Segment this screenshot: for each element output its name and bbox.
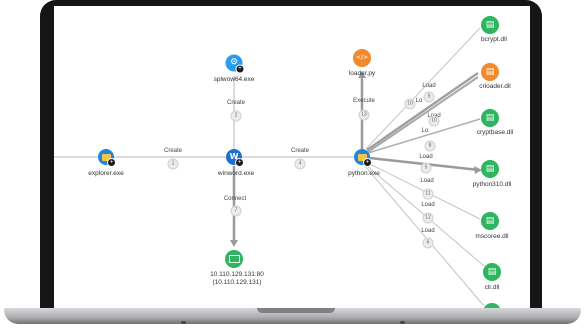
edge-arrowhead	[358, 71, 366, 78]
laptop-foot	[181, 321, 186, 324]
edge-num-winword-ip: 7	[230, 205, 242, 217]
edge-python-bcrypt[interactable]	[365, 27, 481, 150]
edge-num-winword-python: 4	[294, 158, 306, 170]
edge-label-load: Load	[419, 154, 433, 160]
python310-label: python310.dll	[472, 181, 512, 188]
graph-edges	[54, 27, 485, 307]
python-label: python.exe	[348, 170, 380, 177]
dll-icon: ▤	[487, 266, 497, 277]
edge-num-winword-splwow: 2	[230, 110, 242, 122]
plus-icon: +	[235, 64, 245, 74]
mscoree-label: mscoree.dll	[475, 233, 509, 240]
edge-num-load: 8	[424, 140, 436, 152]
edge-label-explorer-winword: Create	[163, 148, 183, 154]
dll-icon: ▤	[485, 163, 495, 174]
edge-label-load: Lo	[421, 128, 429, 134]
bcrypt-label: bcrypt.dll	[480, 36, 508, 43]
edge-label-winword-splwow: Create	[226, 100, 246, 106]
splwow64-label: splwow64.exe	[213, 76, 255, 83]
cryptbase-label: cryptbase.dll	[476, 129, 514, 136]
edge-num-load: 12	[422, 212, 434, 224]
edge-label-load: Load	[421, 228, 435, 234]
dll-icon: ▤	[485, 19, 495, 30]
word-icon: W	[229, 152, 239, 161]
script-file-icon: </>	[355, 54, 369, 61]
edge-python-crloader-2[interactable]	[367, 76, 479, 153]
bcrypt-node[interactable]: ▤	[481, 16, 499, 34]
laptop-foot	[400, 321, 405, 324]
folder-window-icon	[357, 153, 367, 161]
python-node[interactable]: +	[354, 149, 372, 167]
winword-label: winword.exe	[217, 170, 255, 177]
splwow64-node[interactable]: ⚙ +	[225, 54, 245, 74]
plus-icon: +	[363, 158, 372, 167]
edge-num-explorer-winword: 1	[167, 158, 179, 170]
edge-label-winword-python: Create	[290, 148, 310, 154]
edge-num-load: 10	[428, 115, 440, 127]
plus-icon: +	[107, 158, 116, 167]
edge-num-python-loader: 13	[358, 109, 370, 121]
ip-label-line1: 10.110.129.131:80	[210, 271, 264, 278]
edge-num-load: 5	[420, 162, 432, 174]
crloader-node[interactable]: ▤	[481, 63, 499, 81]
edge-python-crloader[interactable]	[366, 71, 479, 152]
laptop-base	[4, 308, 581, 324]
dll-icon: ▤	[485, 66, 495, 77]
ip-label-line2: (10.110.129.131)	[212, 279, 262, 286]
ip-node[interactable]	[225, 250, 243, 268]
process-graph-screen: Create 1 Create 2 Create 4 Connect 7 Exe…	[54, 6, 530, 313]
edge-num-load: 10	[404, 98, 416, 110]
dll-icon: ▤	[485, 215, 495, 226]
edge-num-load: 11	[422, 188, 434, 200]
edge-python-lower[interactable]	[364, 165, 485, 307]
edge-label-load: Lo	[415, 98, 423, 104]
loader-py-label: loader.py	[348, 70, 376, 77]
edge-label-load: Load	[422, 83, 436, 89]
python310-node[interactable]: ▤	[481, 160, 499, 178]
folder-window-icon	[101, 153, 111, 161]
edge-python-cryptbase[interactable]	[367, 118, 481, 154]
edge-num-load: 6	[422, 237, 434, 249]
clr-label: clr.dll	[484, 284, 500, 291]
explorer-node[interactable]: +	[98, 149, 116, 167]
clr-node[interactable]: ▤	[483, 263, 501, 281]
edge-label-python-loader: Execute	[353, 98, 375, 104]
edge-num-load: 9	[423, 91, 435, 103]
crloader-label: crloader.dll	[479, 83, 511, 90]
loader-py-node[interactable]: </>	[353, 49, 371, 67]
cryptbase-node[interactable]: ▤	[481, 109, 499, 127]
edge-label-load: Load	[421, 202, 435, 208]
monitor-icon	[228, 255, 240, 263]
dll-icon: ▤	[485, 112, 495, 123]
edge-arrowhead	[230, 240, 238, 247]
winword-node[interactable]: W +	[226, 149, 244, 167]
mscoree-node[interactable]: ▤	[481, 212, 499, 230]
laptop-notch	[257, 308, 335, 313]
edge-label-winword-ip: Connect	[223, 196, 247, 202]
edge-arrowhead	[474, 166, 482, 174]
plus-icon: +	[235, 158, 244, 167]
explorer-label: explorer.exe	[88, 170, 124, 177]
gear-icon: ⚙	[229, 57, 239, 68]
edge-label-load: Load	[420, 178, 434, 184]
